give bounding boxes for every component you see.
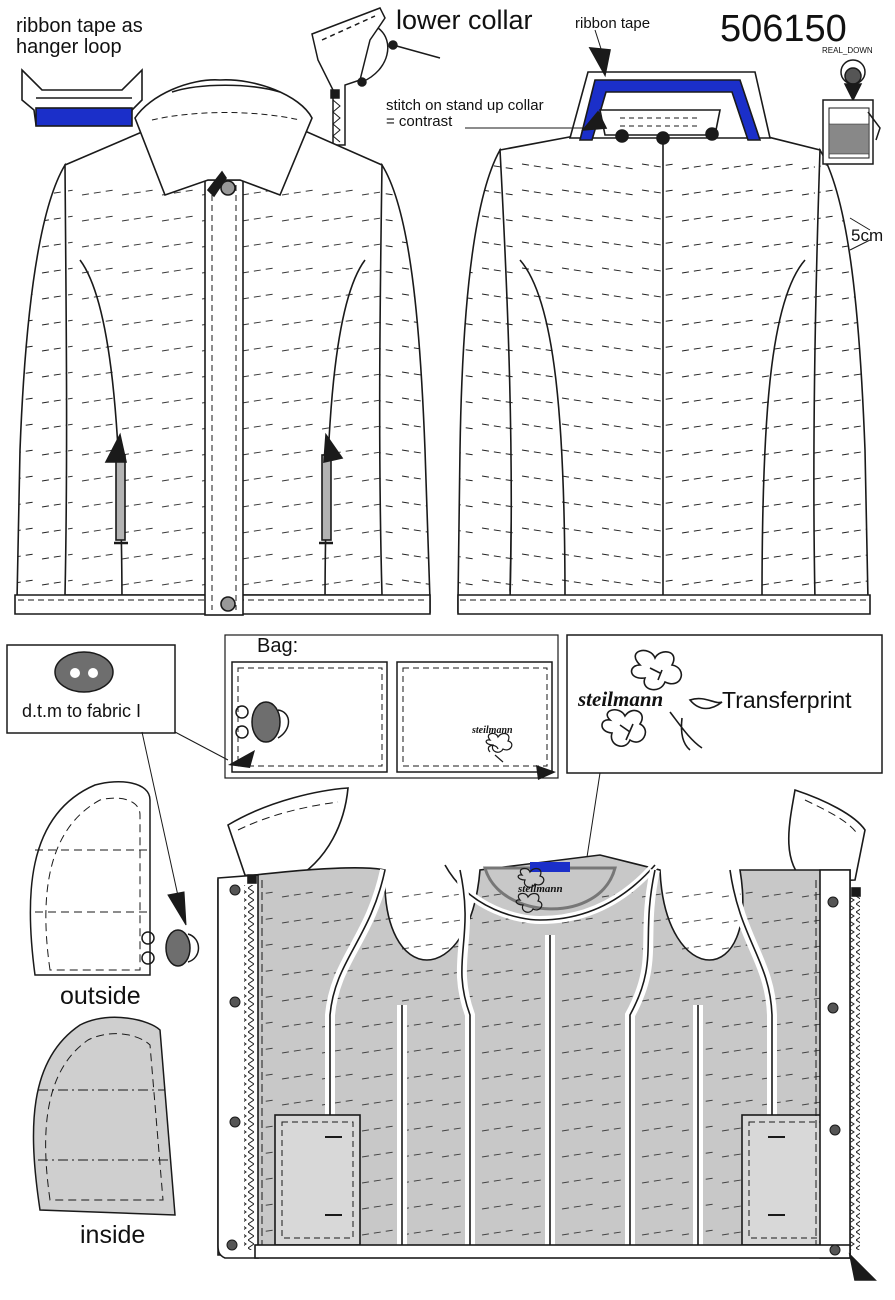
lower-collar-label: lower collar (396, 5, 533, 35)
front-left-pocket-zip (115, 454, 126, 541)
hanger-loop-label: ribbon tape as hanger loop (16, 15, 143, 58)
inside-right-shoulder (788, 788, 866, 883)
transferprint-box (566, 634, 883, 774)
collar-inside-drawing (32, 1016, 176, 1216)
hanger-loop-drawing (21, 68, 143, 127)
neck-label-ribbon (530, 862, 570, 872)
right-facing (819, 869, 851, 1259)
lower-collar-detail (311, 7, 441, 146)
inside-hem (254, 1244, 851, 1259)
inside-label: inside (80, 1221, 146, 1249)
toggle-button-icon (54, 651, 114, 693)
jacket-inside-view (217, 732, 877, 1281)
front-top-snap (220, 180, 236, 196)
real-down-tag-icon (822, 59, 881, 165)
front-collar (134, 79, 313, 197)
back-hem-band (457, 594, 871, 615)
front-bottom-snap (220, 596, 236, 612)
inside-right-pocket (741, 1114, 828, 1246)
inside-left-pocket (274, 1114, 361, 1246)
style-number: 506150 (720, 8, 847, 50)
jacket-back-view (457, 29, 871, 615)
ribbon-tape-label: ribbon tape (575, 15, 651, 32)
bag-label: Bag: (257, 635, 299, 657)
transferprint-label: Transferprint (722, 687, 852, 713)
outside-label: outside (60, 982, 141, 1010)
bag-brand-logo-text: steilmann (472, 725, 513, 736)
collar-outside-drawing (29, 781, 200, 976)
button-note-label: d.t.m to fabric I (22, 701, 142, 721)
bag-drawings (228, 661, 556, 780)
brand-logo-text: steilmann (578, 687, 664, 711)
front-right-pocket-zip (321, 454, 332, 541)
five-cm-label: 5cm (851, 226, 884, 245)
front-placket (204, 179, 244, 616)
flower-logo-icon (601, 649, 723, 751)
jacket-front-view (14, 79, 431, 616)
neck-label-area (483, 866, 617, 911)
neck-label-brand-text: steilmann (518, 883, 563, 895)
stitch-collar-label: stitch on stand up collar = contrast (386, 97, 544, 130)
real-down-label: REAL_DOWN (822, 46, 873, 55)
